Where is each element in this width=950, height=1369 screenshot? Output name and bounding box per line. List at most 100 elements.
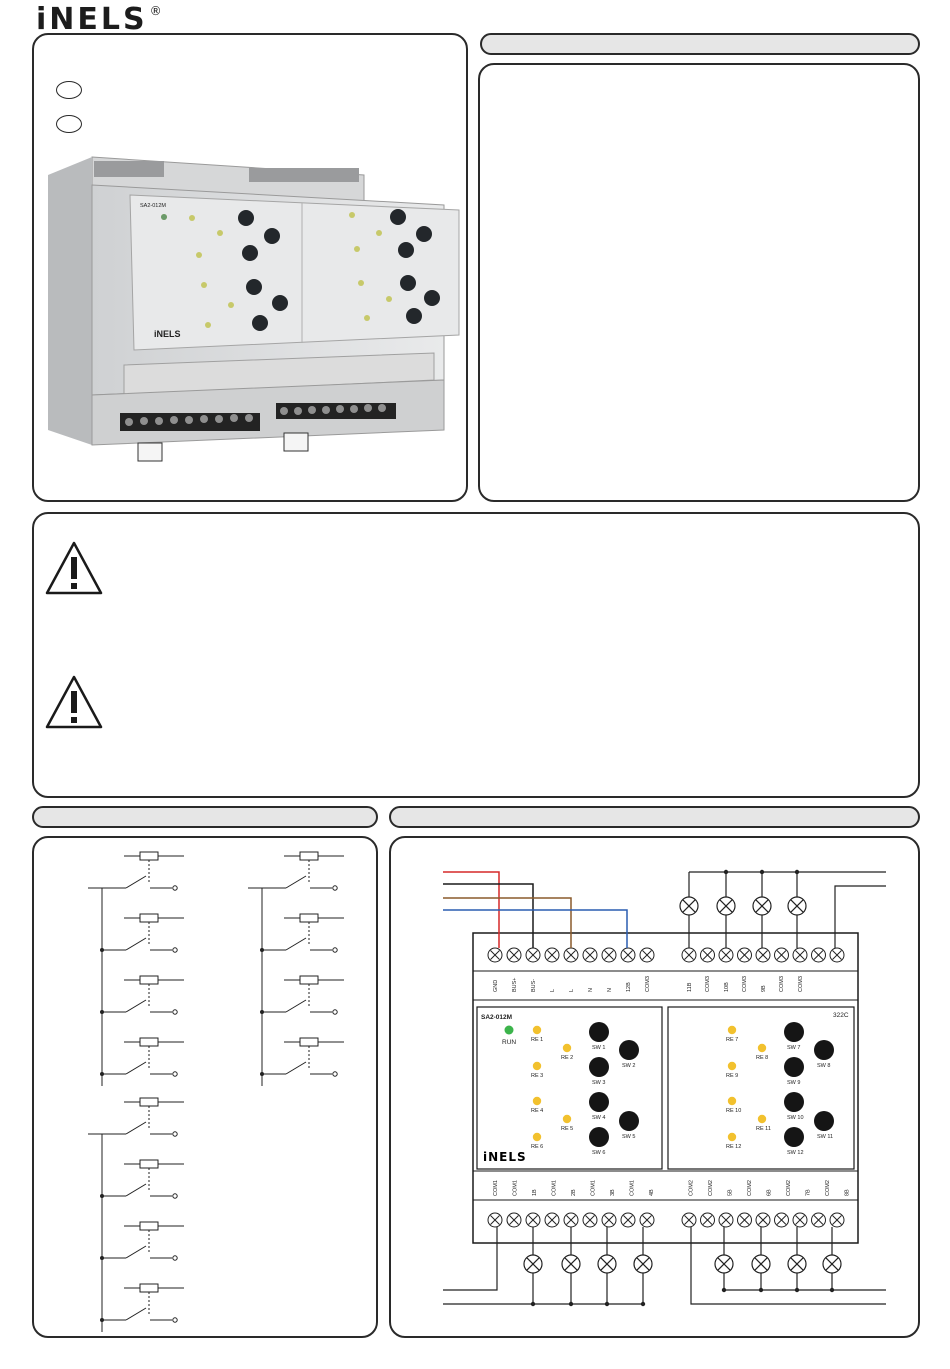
screw-slot	[623, 950, 633, 960]
terminal-screw	[487, 947, 503, 963]
supply-wire	[443, 897, 572, 948]
terminal-screw	[487, 1212, 503, 1228]
relay-led-label: RE 4	[531, 1108, 543, 1114]
junction-dot	[640, 1301, 646, 1307]
bottom-terminal-label: 6B	[767, 1189, 773, 1196]
lamp-cross	[600, 1257, 614, 1271]
module-revision-label: 322C	[833, 1012, 849, 1019]
bottom-terminal-label: 1B	[532, 1189, 538, 1196]
screw-slot	[721, 1215, 731, 1225]
screw-slot	[776, 1215, 787, 1225]
bottom-terminal-label: COM2	[708, 1180, 714, 1196]
relay-led	[562, 1043, 572, 1053]
contact-blade	[125, 937, 147, 951]
relay-schematic	[88, 851, 344, 1332]
terminal-screw	[525, 1212, 541, 1228]
contact-blade	[285, 875, 307, 889]
relay-led	[727, 1132, 737, 1142]
terminal-screw	[737, 1212, 752, 1228]
relay-coil	[139, 851, 159, 861]
top-terminal-label: BUS+	[512, 977, 518, 992]
terminal-screw	[601, 1212, 617, 1228]
contact-blade	[125, 1061, 147, 1075]
top-right-header-bar	[480, 33, 920, 55]
screw-slot	[739, 1215, 750, 1225]
terminal-screw	[506, 1212, 522, 1228]
screw-slot	[721, 950, 731, 960]
switch-button	[784, 1057, 804, 1077]
terminal-dot	[332, 885, 338, 891]
common-wire-bottom-right	[690, 1227, 886, 1305]
lamp-cross	[719, 899, 733, 913]
lamp-icon	[752, 896, 772, 916]
lamp-icon	[822, 1254, 842, 1274]
run-led	[504, 1025, 514, 1035]
relay-coil	[299, 851, 319, 861]
terminal-screw	[563, 947, 579, 963]
top-terminal-label: BUS-	[531, 979, 537, 992]
relay-coil	[139, 1221, 159, 1231]
screw-slot	[684, 950, 694, 960]
contact-blade	[285, 1061, 307, 1075]
warning-panel	[32, 512, 920, 798]
relay-led	[532, 1025, 542, 1035]
relay-led-label: RE 1	[531, 1037, 543, 1043]
switch-button	[589, 1127, 609, 1147]
lamp-cross	[790, 1257, 804, 1271]
relay-led	[757, 1114, 767, 1124]
screw-slot	[623, 1215, 633, 1225]
relay-coil	[299, 1037, 319, 1047]
screw-slot	[642, 950, 652, 960]
contact-blade	[125, 1183, 147, 1197]
bottom-terminal-label: 3B	[610, 1189, 616, 1196]
relay-led-label: RE 10	[726, 1108, 741, 1114]
screw-slot	[795, 1215, 805, 1225]
switch-button	[589, 1092, 609, 1112]
screw-slot	[642, 1215, 652, 1225]
top-terminal-label: COM3	[742, 976, 748, 992]
relay-led-label: RE 3	[531, 1073, 543, 1079]
junction-dot	[100, 1256, 104, 1260]
screw-slot	[813, 1215, 824, 1225]
top-terminal-label: N	[588, 988, 594, 992]
junction-dot	[568, 1301, 574, 1307]
terminal-screw	[506, 947, 522, 963]
photo-model-label: SA2-012M	[140, 203, 166, 209]
lamp-cross	[754, 1257, 768, 1271]
terminal-dot	[172, 885, 178, 891]
junction-dot	[794, 1287, 800, 1293]
junction-dot	[260, 1010, 264, 1014]
terminal-screw	[829, 947, 845, 963]
relay-coil	[139, 1097, 159, 1107]
relay-led	[532, 1132, 542, 1142]
bottom-terminal-label: COM1	[552, 1180, 558, 1196]
screw-slot	[509, 950, 519, 960]
junction-dot	[100, 1194, 104, 1198]
screw-slot	[702, 1215, 713, 1225]
switch-button-label: SW 11	[817, 1134, 833, 1140]
relay-coil	[139, 1159, 159, 1169]
lamp-icon	[523, 1254, 543, 1274]
terminal-dot	[172, 1071, 178, 1077]
bottom-terminal-label: 4B	[649, 1189, 655, 1196]
relay-coil	[139, 1037, 159, 1047]
relay-coil	[139, 975, 159, 985]
top-terminal-label: GND	[493, 980, 499, 992]
top-terminal-label: 10B	[724, 982, 730, 992]
lamp-cross	[717, 1257, 731, 1271]
screw-slot	[490, 950, 500, 960]
bottom-terminal-label: 5B	[728, 1189, 734, 1196]
terminal-screw	[582, 1212, 598, 1228]
top-terminal-label: L	[550, 989, 556, 992]
screw-slot	[739, 950, 750, 960]
screw-slot	[832, 1215, 842, 1225]
bottom-terminal-label: COM2	[786, 1180, 792, 1196]
screw-slot	[585, 950, 595, 960]
module-logo: iNELS	[483, 1150, 527, 1164]
terminal-screw	[700, 947, 715, 963]
screw-slot	[795, 950, 805, 960]
relay-group	[248, 851, 344, 1086]
screw-slot	[776, 950, 787, 960]
warning-triangle-icon	[45, 541, 103, 595]
terminal-screw	[737, 947, 752, 963]
